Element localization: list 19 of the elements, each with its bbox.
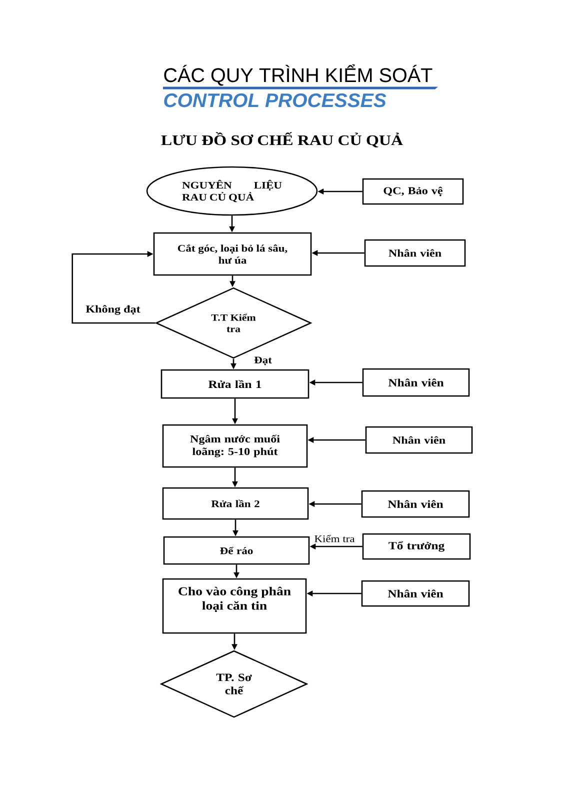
role-box: Tổ trưởng bbox=[362, 533, 471, 560]
role-box: Nhân viên bbox=[362, 368, 470, 397]
process-box: Để ráo bbox=[163, 536, 310, 565]
process-box: Rửa lần 1 bbox=[160, 369, 310, 399]
process-box: Cắt góc, loại bỏ lá sâu, hư úa bbox=[153, 232, 312, 276]
process-box: Rửa lần 2 bbox=[162, 487, 309, 520]
role-box: QC, Bảo vệ bbox=[362, 178, 464, 205]
process-box: Cho vào công phân loại căn tin bbox=[162, 578, 307, 634]
header-text: CÁC QUY TRÌNH KIỂM SOÁT bbox=[164, 64, 432, 86]
role-box: Nhân viên bbox=[361, 490, 470, 518]
header-text: CONTROL PROCESSES bbox=[164, 93, 386, 108]
process-box: Ngâm nước muối loãng: 5-10 phút bbox=[162, 424, 308, 468]
edge-label: Không đạt bbox=[84, 304, 142, 316]
arrow bbox=[72, 251, 156, 324]
edge-label: Kiểm tra bbox=[313, 534, 356, 544]
role-box: Nhân viên bbox=[365, 426, 473, 454]
title-text: LƯU ĐỒ SƠ CHẾ RAU CỦ QUẢ bbox=[161, 132, 403, 148]
role-box: Nhân viên bbox=[361, 580, 470, 607]
role-box: Nhân viên bbox=[364, 239, 466, 267]
